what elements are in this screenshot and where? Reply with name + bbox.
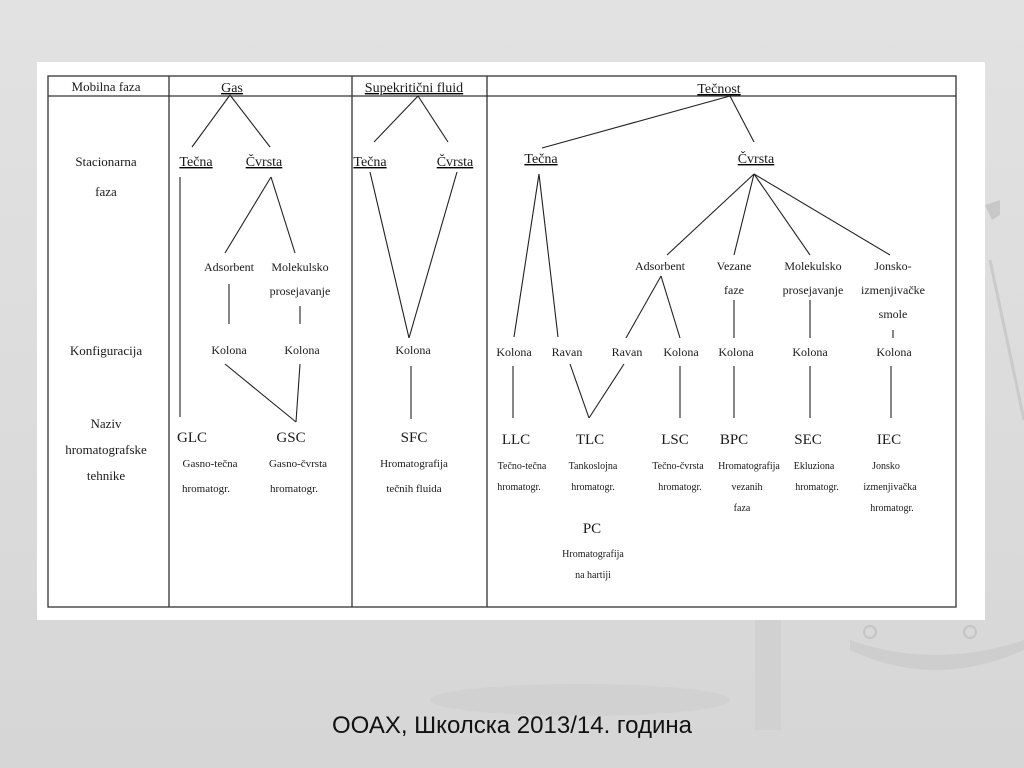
footer-caption: ООАХ, Школска 2013/14. година xyxy=(332,712,692,739)
connector-lines xyxy=(179,94,894,423)
technique-llc-description: Tečno-tečna xyxy=(498,461,547,472)
technique-sfc-description: Hromatografija xyxy=(380,458,448,470)
technique-sec: SEC xyxy=(794,432,822,448)
technique-bpc: BPC xyxy=(720,432,748,448)
technique-bpc-description: vezanih xyxy=(731,482,762,493)
technique-llc: LLC xyxy=(502,432,530,448)
node-gas-solid-stationary: Čvrsta xyxy=(246,153,283,170)
technique-sec-description: hromatogr. xyxy=(795,482,839,493)
technique-gsc-description: Gasno-čvrsta xyxy=(269,458,327,470)
technique-iec-description: hromatogr. xyxy=(870,503,914,514)
diagram-canvas: Mobilna faza Stacionarna faza Konfigurac… xyxy=(47,75,957,608)
node-sec-column: Kolona xyxy=(792,345,828,359)
row-label-technique: tehnike xyxy=(87,468,125,483)
node-ll-plane: Ravan xyxy=(552,345,583,359)
row-label-mobile-phase: Mobilna faza xyxy=(72,79,141,94)
node-gas-column: Kolona xyxy=(211,343,247,357)
technique-gsc-description: hromatogr. xyxy=(270,483,318,495)
technique-iec-description: Jonsko xyxy=(872,461,900,472)
row-labels: Mobilna faza Stacionarna faza Konfigurac… xyxy=(65,79,147,483)
technique-sfc-description: tečnih fluida xyxy=(386,483,441,495)
node-bonded-phases: faze xyxy=(724,283,744,297)
technique-llc-description: hromatogr. xyxy=(497,482,541,493)
row-label-technique: hromatografske xyxy=(65,442,147,457)
technique-pc: PC xyxy=(583,521,601,537)
node-ion-exchange-resins: smole xyxy=(879,307,908,321)
node-sf-column: Kolona xyxy=(395,343,431,357)
sub-type-nodes: Adsorbent Molekulsko prosejavanje Adsorb… xyxy=(204,259,925,321)
node-supercritical-fluid: Supekritični fluid xyxy=(365,81,463,96)
stationary-phase-nodes: Tečna Čvrsta Tečna Čvrsta Tečna Čvrsta xyxy=(179,150,775,170)
technique-tlc: TLC xyxy=(576,432,604,448)
mobile-phase-nodes: Gas Supekritični fluid Tečnost xyxy=(221,81,741,97)
node-sf-liquid-stationary: Tečna xyxy=(353,155,387,170)
node-sf-solid-stationary: Čvrsta xyxy=(437,153,474,170)
technique-sec-description: Ekluziona xyxy=(794,461,835,472)
technique-glc: GLC xyxy=(177,430,207,446)
technique-descriptions: Gasno-tečna hromatogr. Gasno-čvrsta hrom… xyxy=(182,458,917,581)
technique-lsc-description: Tečno-čvrsta xyxy=(652,461,704,472)
technique-abbreviations: GLC GSC SFC LLC TLC LSC BPC SEC IEC PC xyxy=(177,430,901,537)
technique-tlc-description: Tankoslojna xyxy=(569,461,618,472)
node-ion-exchange-resins: izmenjivačke xyxy=(861,283,925,297)
node-adsorbent-column: Kolona xyxy=(663,345,699,359)
technique-pc-description: na hartiji xyxy=(575,570,611,581)
technique-glc-description: hromatogr. xyxy=(182,483,230,495)
node-adsorbent-plane: Ravan xyxy=(612,345,643,359)
row-label-stationary-phase: faza xyxy=(95,184,117,199)
row-label-technique: Naziv xyxy=(90,416,122,431)
node-bonded-column: Kolona xyxy=(718,345,754,359)
node-liquid-molecular-sieve: prosejavanje xyxy=(783,283,844,297)
technique-sfc: SFC xyxy=(401,430,428,446)
technique-gsc: GSC xyxy=(276,430,305,446)
node-liquid: Tečnost xyxy=(697,82,740,97)
node-ll-column: Kolona xyxy=(496,345,532,359)
node-liquid-liquid-stationary: Tečna xyxy=(524,152,558,167)
node-bonded-phases: Vezane xyxy=(717,259,752,273)
technique-iec: IEC xyxy=(877,432,901,448)
node-gas-column: Kolona xyxy=(284,343,320,357)
node-liquid-molecular-sieve: Molekulsko xyxy=(784,259,841,273)
node-iec-column: Kolona xyxy=(876,345,912,359)
node-liquid-adsorbent: Adsorbent xyxy=(635,259,686,273)
technique-lsc-description: hromatogr. xyxy=(658,482,702,493)
technique-iec-description: izmenjivačka xyxy=(863,482,917,493)
row-label-stationary-phase: Stacionarna xyxy=(75,154,137,169)
diagram-frame xyxy=(47,75,957,608)
technique-pc-description: Hromatografija xyxy=(562,549,624,560)
node-gas: Gas xyxy=(221,81,243,96)
node-gas-adsorbent: Adsorbent xyxy=(204,260,255,274)
technique-bpc-description: faza xyxy=(734,503,751,514)
node-liquid-solid-stationary: Čvrsta xyxy=(738,150,775,167)
node-gas-molecular-sieve: prosejavanje xyxy=(270,284,331,298)
technique-glc-description: Gasno-tečna xyxy=(183,458,238,470)
node-gas-molecular-sieve: Molekulsko xyxy=(271,260,328,274)
configuration-nodes: Kolona Kolona Kolona Kolona Ravan Ravan … xyxy=(211,343,912,359)
technique-bpc-description: Hromatografija xyxy=(718,461,780,472)
node-ion-exchange-resins: Jonsko- xyxy=(874,259,911,273)
technique-lsc: LSC xyxy=(661,432,689,448)
node-gas-liquid-stationary: Tečna xyxy=(179,155,213,170)
technique-tlc-description: hromatogr. xyxy=(571,482,615,493)
row-label-configuration: Konfiguracija xyxy=(70,343,142,358)
chromatography-classification-diagram: Mobilna faza Stacionarna faza Konfigurac… xyxy=(37,62,985,620)
